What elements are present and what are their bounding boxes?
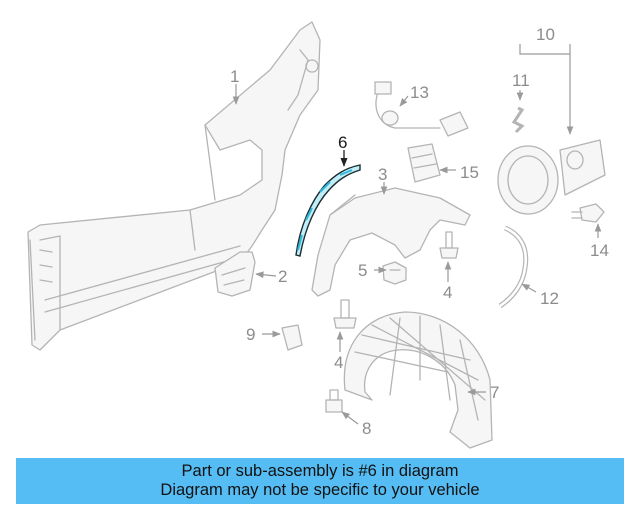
bolt-part-8 (325, 389, 343, 413)
callout-6: 6 (338, 133, 347, 152)
callout-11: 11 (512, 71, 530, 90)
callout-labels: 1 2 3 4 4 5 6 7 8 9 10 11 12 13 14 15 (230, 25, 609, 438)
grommet-part-9 (281, 324, 303, 351)
parts-diagram: 1 2 3 4 4 5 6 7 8 9 10 11 12 13 14 15 (27, 21, 609, 449)
fender-part-3 (311, 187, 471, 297)
bracket-part-2 (214, 251, 256, 297)
callout-13: 13 (410, 83, 429, 102)
banner-line-2: Diagram may not be specific to your vehi… (160, 481, 480, 499)
callout-4-upper: 4 (443, 283, 452, 302)
callout-1: 1 (230, 67, 239, 86)
nut-part-5 (382, 261, 407, 285)
clip-part-4-upper (439, 231, 459, 259)
callout-4-lower: 4 (334, 353, 343, 372)
callout-leaders (232, 44, 602, 425)
molding-part-6-highlighted (295, 164, 361, 257)
callout-8: 8 (362, 419, 371, 438)
callout-3: 3 (378, 165, 387, 184)
callout-15: 15 (460, 163, 479, 182)
callout-10: 10 (536, 25, 555, 44)
info-banner: Part or sub-assembly is #6 in diagram Di… (16, 458, 624, 504)
callout-5: 5 (358, 261, 367, 280)
callout-7: 7 (490, 383, 499, 402)
bolt-part-14 (571, 203, 605, 223)
callout-12: 12 (540, 289, 559, 308)
wire-harness-part-13 (374, 81, 469, 137)
wheel-liner-part-7 (343, 311, 493, 449)
clip-part-4-lower (333, 299, 357, 329)
callout-2: 2 (278, 267, 287, 286)
banner-line-1: Part or sub-assembly is #6 in diagram (181, 462, 459, 480)
actuator-part-15 (407, 143, 441, 183)
fuel-door-part-10 (497, 139, 606, 215)
body-side-panel-part-1 (27, 21, 321, 351)
callout-9: 9 (246, 325, 255, 344)
hose-part-12 (498, 225, 529, 309)
callout-14: 14 (590, 241, 609, 260)
emblem-part-11 (511, 106, 525, 134)
